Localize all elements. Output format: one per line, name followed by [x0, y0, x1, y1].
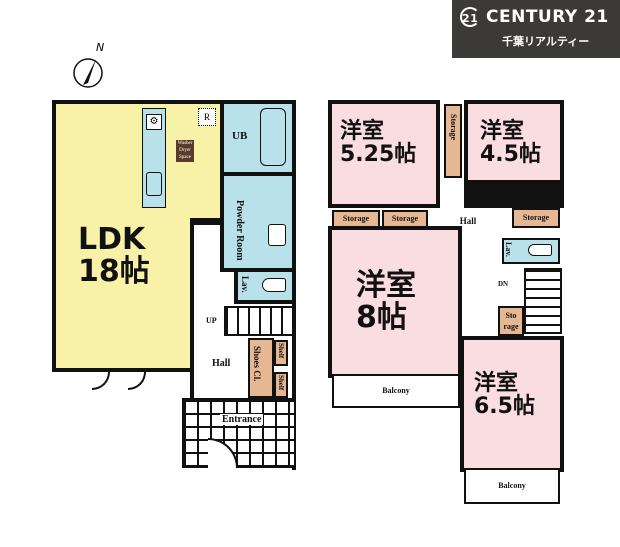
century21-logo: 21 CENTURY 21 千葉リアルティー	[452, 0, 620, 58]
room-5-25	[332, 104, 436, 204]
toilet-icon	[262, 278, 286, 292]
stairs-up-label: UP	[206, 316, 217, 325]
storage-small: Sto rage	[498, 306, 524, 336]
brand-subtitle: 千葉リアルティー	[502, 35, 590, 48]
hall-1f-label: Hall	[212, 358, 231, 369]
storage-4-5: Storage	[512, 208, 560, 228]
ldk-name: LDK	[78, 222, 146, 257]
ldk-size: 18帖	[78, 253, 150, 289]
stairs-1f[interactable]	[224, 306, 296, 336]
stairs-dn-label: DN	[498, 280, 509, 288]
room-6-5	[464, 340, 560, 468]
compass-north-label: N	[96, 41, 105, 54]
washer-dryer-space: Washer Dryer Space	[176, 140, 194, 162]
balcony-2: Balcony	[464, 470, 560, 504]
ldk-door-left[interactable]	[92, 372, 110, 390]
storage-row-2: Storage	[382, 210, 428, 228]
stove-icon: ⚙	[146, 114, 162, 130]
room-size: 4.5帖	[480, 142, 541, 168]
lavatory-2f-label: Lav.	[504, 242, 513, 257]
room-6-5-label: 洋室 6.5帖	[474, 372, 535, 418]
ldk-door-right[interactable]	[128, 372, 146, 390]
room-size: 8帖	[356, 299, 407, 335]
room-4-5-label: 洋室 4.5帖	[480, 120, 541, 166]
room-name: 洋室	[480, 119, 525, 144]
logo-mark-icon: 21	[460, 7, 480, 27]
storage-5-25: Storage	[444, 104, 462, 178]
entrance-floor	[182, 398, 296, 468]
powder-room-label: Powder Room	[234, 200, 245, 261]
shoes-closet-label: Shoes Cl.	[252, 346, 262, 382]
room-name: 洋室	[340, 119, 385, 144]
floor2-plan: 洋室 5.25帖 Storage 洋室 4.5帖 Storage Storage…	[328, 100, 564, 510]
room-8	[332, 230, 458, 374]
washbasin-icon	[268, 224, 286, 246]
sink-icon	[146, 172, 162, 196]
room-5-25-label: 洋室 5.25帖	[340, 120, 416, 166]
bathtub-icon	[260, 108, 286, 166]
compass: N	[70, 41, 110, 91]
room-size: 5.25帖	[340, 142, 417, 168]
room-name: 洋室	[474, 371, 519, 396]
entrance-label: Entrance	[220, 414, 264, 425]
room-size: 6.5帖	[474, 394, 535, 420]
toilet-2f-icon	[528, 244, 552, 256]
room-4-5	[468, 104, 560, 180]
shoes-closet	[248, 338, 274, 398]
north-arrow-icon	[73, 58, 103, 88]
fridge-space: R	[198, 108, 216, 126]
balcony-1: Balcony	[332, 376, 460, 408]
lavatory-1f-label: Lav.	[240, 276, 250, 293]
room-8-label: 洋室 8帖	[356, 270, 416, 333]
ldk-label: LDK 18帖	[78, 224, 150, 287]
floor1-plan: ⚙ R Washer Dryer Space LDK 18帖 UB Powder…	[52, 100, 298, 470]
room-name: 洋室	[356, 268, 416, 303]
shelf-1: Shelf	[274, 340, 288, 366]
logo-title: 21 CENTURY 21	[460, 7, 609, 27]
powder-room	[224, 176, 292, 268]
brand-name: CENTURY 21	[486, 7, 609, 27]
unit-bath-label: UB	[232, 130, 248, 142]
stairs-2f[interactable]	[524, 268, 562, 334]
shelf-2: Shelf	[274, 372, 288, 398]
